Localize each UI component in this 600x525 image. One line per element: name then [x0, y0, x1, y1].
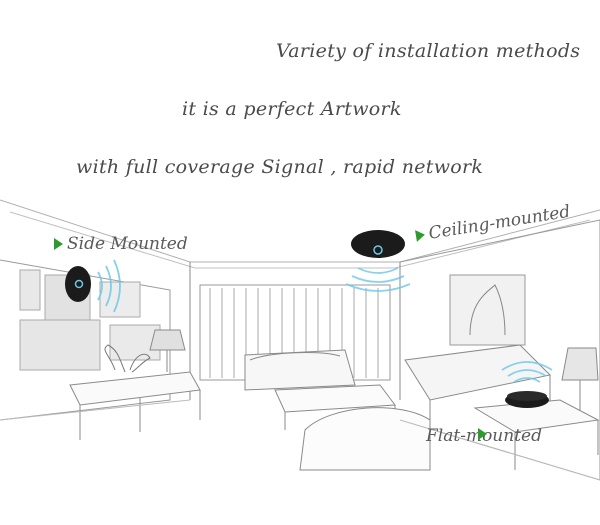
side-mounted-text: Side Mounted — [67, 234, 188, 254]
flat-signal-icon — [501, 361, 553, 383]
ceiling-mounted-device — [351, 230, 405, 258]
marker-triangle-icon — [54, 238, 63, 250]
side-mounted-device — [65, 266, 91, 302]
flat-mounted-label: Flat-mounted — [426, 426, 542, 446]
marker-triangle-icon — [415, 228, 426, 242]
side-mounted-label: Side Mounted — [54, 234, 188, 254]
side-signal-icon — [97, 259, 121, 313]
flat-mounted-device — [505, 391, 549, 408]
ceiling-signal-icon — [345, 267, 411, 292]
marker-triangle-icon — [478, 428, 487, 440]
headline-installation-methods: Variety of installation methods — [276, 40, 581, 62]
headline-coverage-signal: with full coverage Signal , rapid networ… — [76, 156, 484, 178]
headline-perfect-artwork: it is a perfect Artwork — [182, 98, 402, 120]
